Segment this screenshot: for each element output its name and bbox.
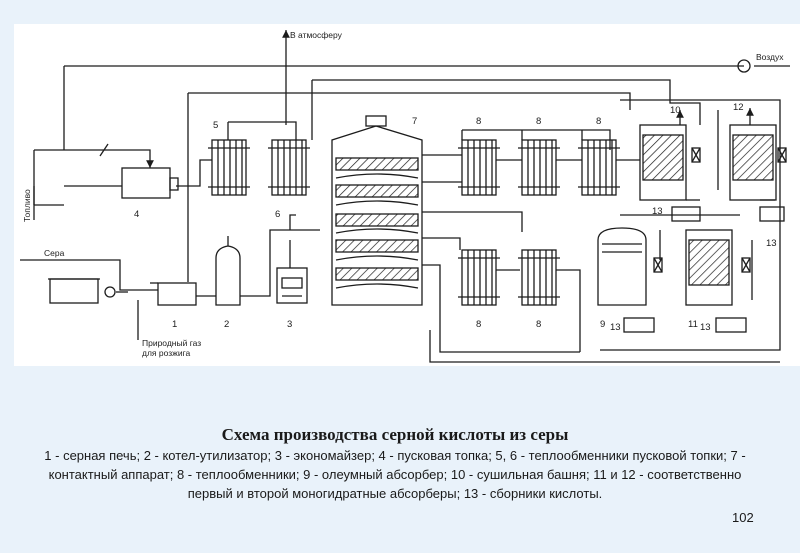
acid-collector-13-c: [623, 317, 655, 333]
number-7: 7: [412, 116, 417, 127]
sulfur-tank: [49, 278, 99, 304]
number-8-b: 8: [536, 116, 541, 127]
label-gas-line2: для розжига: [142, 348, 190, 358]
acid-collector-13-b: [759, 206, 785, 222]
pump-icon: [104, 286, 116, 298]
startup-furnace-4: [121, 167, 171, 199]
label-fuel: Топливо: [22, 189, 32, 222]
label-sulfur: Сера: [44, 248, 65, 258]
pipelines: [20, 29, 790, 363]
number-13-a: 13: [652, 206, 663, 217]
number-5: 5: [213, 120, 218, 131]
oleum-absorber-9: [597, 227, 663, 306]
heat-exchanger-6: [268, 139, 310, 196]
number-8-a: 8: [476, 116, 481, 127]
legend-text: 1 - серная печь; 2 - котел-утилизатор; 3…: [44, 448, 746, 501]
furnace-1: [157, 282, 197, 306]
heat-exchanger-8-a: [458, 139, 500, 196]
number-4: 4: [134, 209, 139, 220]
contact-apparatus-7: [331, 115, 423, 306]
number-8-c: 8: [596, 116, 601, 127]
page-number: 102: [732, 510, 754, 525]
number-9: 9: [600, 319, 605, 330]
blower-icon: [737, 59, 751, 73]
number-6: 6: [275, 209, 280, 220]
number-12: 12: [733, 102, 744, 113]
number-13-c: 13: [610, 322, 621, 333]
number-8-e: 8: [536, 319, 541, 330]
absorber-12: [729, 124, 787, 201]
number-13-d: 13: [700, 322, 711, 333]
number-11: 11: [688, 319, 698, 330]
boiler-2: [215, 245, 241, 306]
drying-tower-10: [639, 124, 701, 201]
economizer-3: [276, 267, 308, 304]
heat-exchanger-5: [208, 139, 250, 196]
number-2: 2: [224, 319, 229, 330]
heat-exchanger-8-c: [578, 139, 620, 196]
number-1: 1: [172, 319, 177, 330]
number-13-b: 13: [766, 238, 777, 249]
caption: Схема производства серной кислоты из сер…: [40, 425, 750, 503]
label-atmosphere: В атмосферу: [290, 30, 343, 40]
absorber-11: [685, 229, 751, 306]
heat-exchanger-8-e: [518, 249, 560, 306]
number-8-d: 8: [476, 319, 481, 330]
acid-collector-13-a: [671, 206, 701, 222]
heat-exchanger-8-b: [518, 139, 560, 196]
number-10: 10: [670, 105, 681, 116]
number-3: 3: [287, 319, 292, 330]
heat-exchanger-8-d: [458, 249, 500, 306]
acid-collector-13-d: [715, 317, 747, 333]
label-air: Воздух: [756, 52, 784, 62]
valve-icon: [99, 143, 109, 157]
slide-title: Схема производства серной кислоты из сер…: [221, 425, 569, 444]
label-gas-line1: Природный газ: [142, 338, 201, 348]
